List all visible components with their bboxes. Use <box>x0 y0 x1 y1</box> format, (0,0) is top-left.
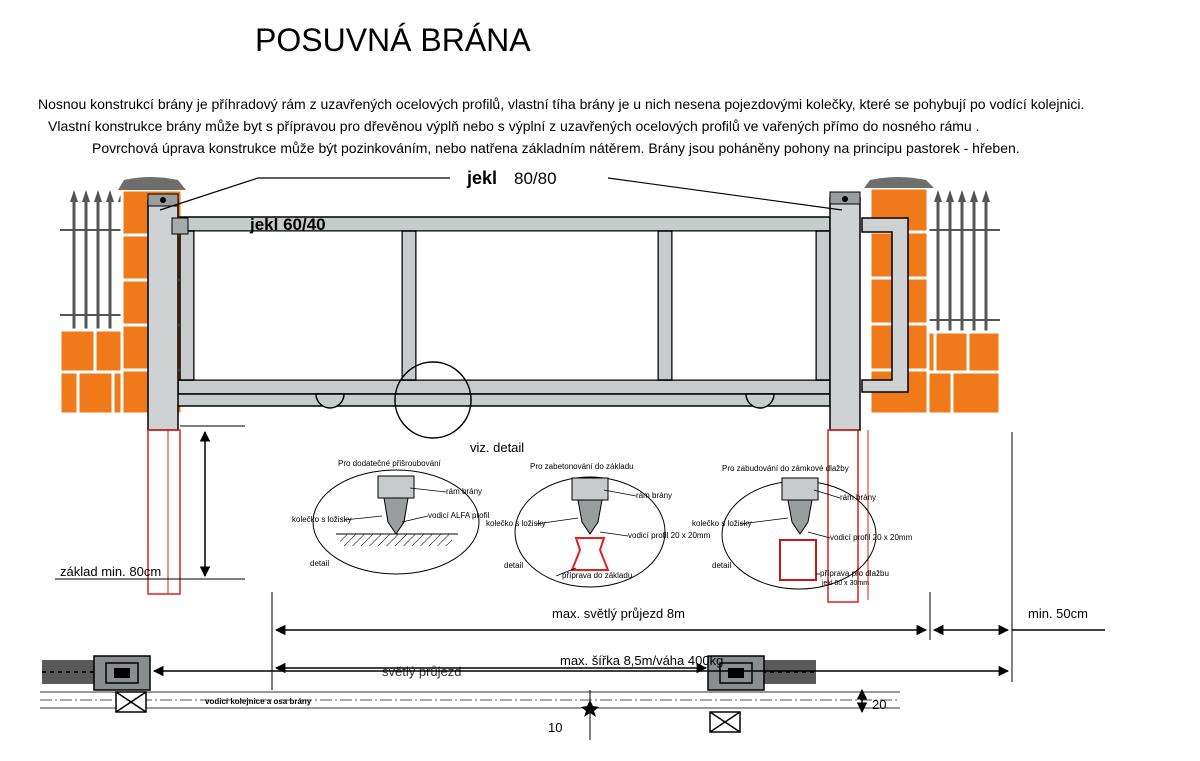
left-fence-spikes <box>70 190 126 202</box>
detail-3: Pro zabudování do zámkové dlažby rám brá… <box>692 464 913 590</box>
detail-2-profil-label: vodicí profil 20 x 20mm <box>628 531 711 540</box>
intro-line-2: Vlastní konstrukce brány může byt s příp… <box>48 118 980 134</box>
gate-frame <box>169 216 831 407</box>
detail-2-kolecko-label: kolečko s ložisky <box>486 519 546 528</box>
right-guide-bracket <box>861 217 909 393</box>
detail-marker-circle <box>394 361 472 439</box>
dim-10-label: 10 <box>548 720 562 735</box>
right-foundation <box>827 429 859 603</box>
detail-3-frame-block <box>781 477 819 501</box>
detail-2-detail-label: detail <box>504 561 523 570</box>
detail-2-circle <box>514 476 666 588</box>
detail-1-circle <box>312 469 480 575</box>
detail-2-priprava-label: příprava do základu <box>562 571 632 580</box>
detail-1-ram-label: rám brány <box>446 487 482 496</box>
jekl-60-label: jekl 60/40 <box>249 215 326 234</box>
detail-3-priprava-sub: jekl 80 x 30mm <box>821 580 869 587</box>
right-fence-spikes <box>934 190 990 202</box>
dim-20-label: 20 <box>872 697 886 712</box>
detail-2: Pro zabetonování do základu rám brány ko… <box>486 462 711 588</box>
detail-1-profil-label: vodicí ALFA profil <box>428 511 490 520</box>
left-post-bolt <box>160 197 166 203</box>
detail-3-priprava-label: příprava pro dlažbu <box>820 569 889 578</box>
zaklad-label: základ min. 80cm <box>60 564 161 579</box>
detail-2-ram-label: rám brány <box>636 491 672 500</box>
jekl-80-leader-right <box>607 177 843 211</box>
detail-1-frame-block <box>377 475 415 499</box>
detail-1-wheel-bracket <box>383 497 409 535</box>
detail-3-wheel-bracket <box>787 499 813 535</box>
detail-2-frame-block <box>571 477 609 501</box>
detail-3-detail-label: detail <box>712 561 731 570</box>
detail-2-wheel-bracket <box>577 499 603 535</box>
intro-line-1: Nosnou konstrukcí brány je příhradový rá… <box>38 96 1085 112</box>
wheel-right <box>745 393 775 409</box>
detail-2-profile <box>570 537 610 571</box>
detail-1-heading: Pro dodatečné přišroubování <box>338 459 442 468</box>
right-post-bolt <box>842 196 848 202</box>
wheel-left <box>315 393 345 409</box>
detail-3-preparation <box>779 539 817 581</box>
left-pillar-cap <box>118 177 186 190</box>
jekl-80-prefix: jekl <box>466 168 497 188</box>
intro-line-3: Povrchová úprava konstrukce může být poz… <box>92 140 1020 156</box>
left-foundation <box>147 429 181 595</box>
max-pruzjezd-label: max. světlý průjezd 8m <box>552 606 685 621</box>
jekl-80-leader-left <box>159 177 259 211</box>
right-post <box>829 197 861 431</box>
right-fence <box>864 177 1002 416</box>
right-pillar-cap <box>864 177 934 188</box>
page-title: POSUVNÁ BRÁNA <box>255 22 531 58</box>
detail-1-ground <box>340 534 452 546</box>
detail-1: Pro dodatečné přišroubování rám brány ko… <box>292 459 490 575</box>
detail-3-kolecko-label: kolečko s ložisky <box>692 519 752 528</box>
jekl-80-value: 80/80 <box>514 169 557 188</box>
detail-1-detail-label: detail <box>310 559 329 568</box>
detail-1-kolecko-label: kolečko s ložisky <box>292 515 352 524</box>
gate-diagram: jekl 80/80 jekl 60/40 viz. detail základ… <box>40 168 1105 740</box>
detail-3-ram-label: rám brány <box>840 493 876 502</box>
viz-detail-label: viz. detail <box>470 440 524 455</box>
detail-3-profil-label: vodicí profil 20 x 20mm <box>830 533 913 542</box>
detail-2-heading: Pro zabetonování do základu <box>530 462 634 471</box>
detail-3-heading: Pro zabudování do zámkové dlažby <box>722 464 849 473</box>
right-fence-bars <box>925 200 1000 335</box>
min-50-label: min. 50cm <box>1028 606 1088 621</box>
max-sirka-label: max. šířka 8,5m/váha 400kg <box>560 653 723 668</box>
guide-rail-label: vodicí kolejnice a osa brány <box>205 697 312 706</box>
left-post-bracket <box>171 217 189 235</box>
